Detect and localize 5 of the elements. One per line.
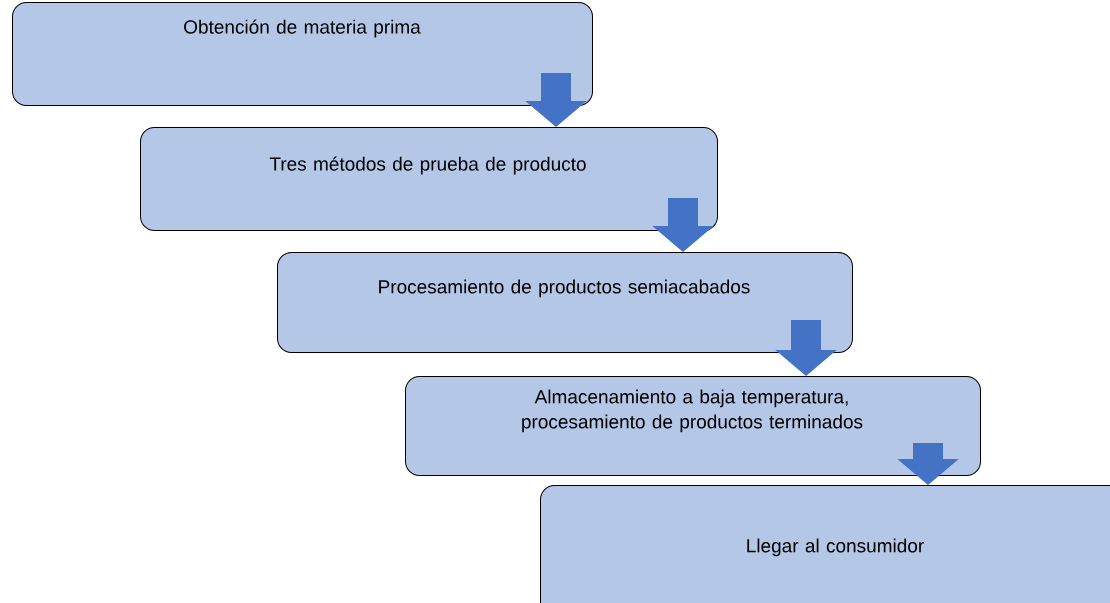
process-box: Procesamiento de productos semiacabados bbox=[277, 252, 853, 353]
process-box: Tres métodos de prueba de producto bbox=[140, 127, 718, 231]
process-box: Llegar al consumidor bbox=[540, 485, 1110, 603]
process-box: Obtención de materia prima bbox=[12, 2, 593, 106]
process-box: Almacenamiento a baja temperatura, procesamiento de productos terminados bbox=[405, 376, 981, 476]
